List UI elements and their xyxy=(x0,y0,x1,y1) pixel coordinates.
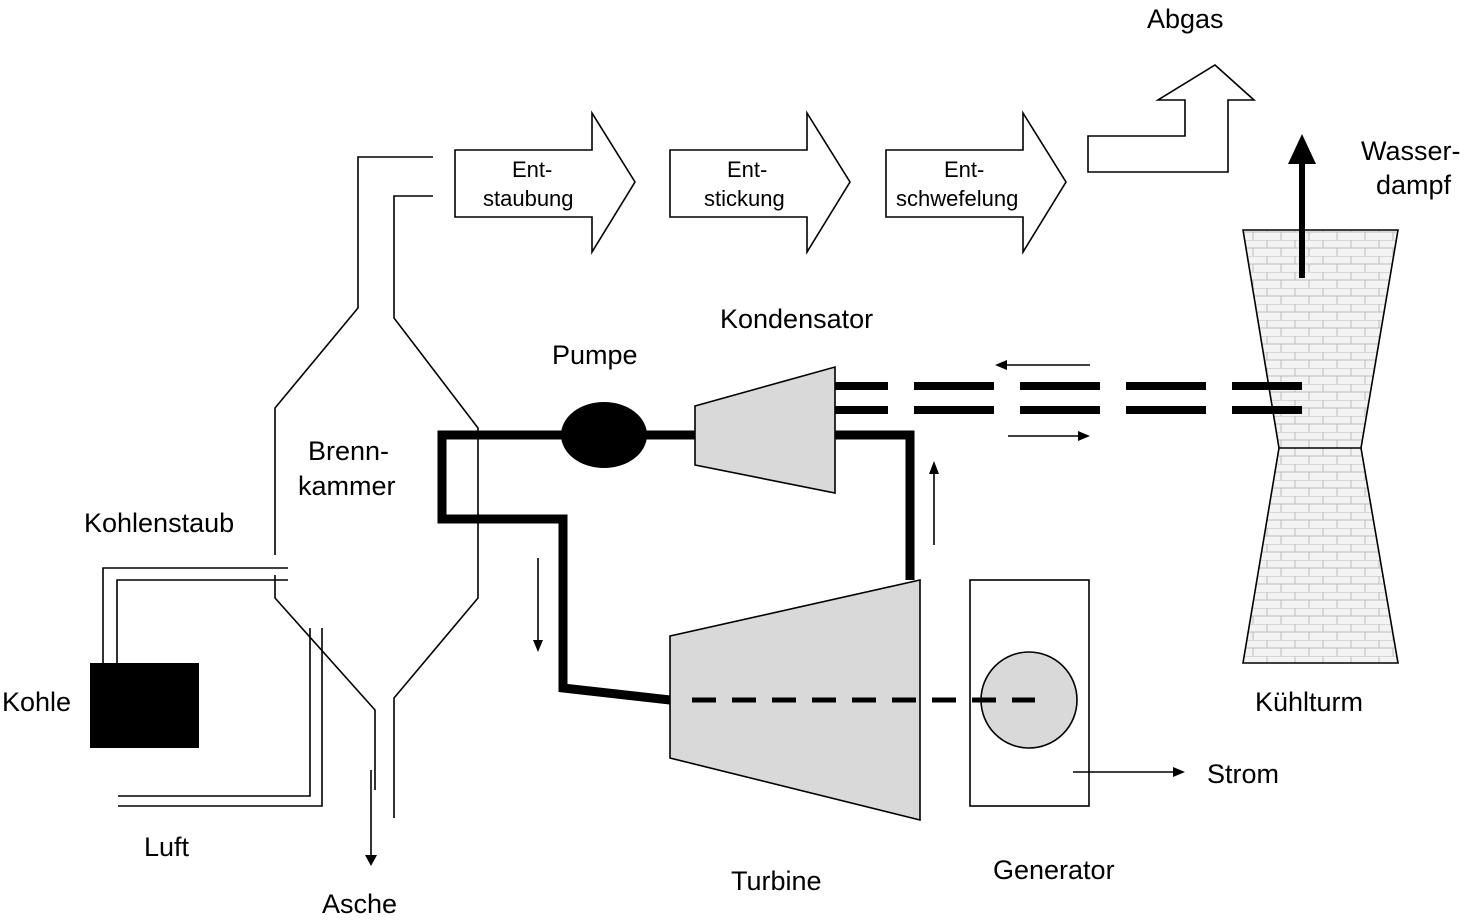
coal-dust-feed xyxy=(102,567,288,663)
label-entschwefelung-1: Ent- xyxy=(944,157,984,182)
cooling-tower xyxy=(1242,229,1399,664)
air-feed xyxy=(118,628,323,807)
label-strom: Strom xyxy=(1207,759,1279,789)
coal-bunker xyxy=(90,663,199,748)
return-flow-arrow xyxy=(995,360,1090,370)
label-entstickung-1: Ent- xyxy=(727,157,767,182)
label-pumpe: Pumpe xyxy=(552,340,638,370)
downflow-arrow xyxy=(533,558,543,652)
steam-water-loop xyxy=(437,430,915,705)
label-wasserdampf-1: Wasser- xyxy=(1361,136,1461,166)
label-brennkammer-2: kammer xyxy=(298,471,396,501)
label-turbine: Turbine xyxy=(731,866,822,896)
label-entstickung-2: stickung xyxy=(704,186,785,211)
label-kohlenstaub: Kohlenstaub xyxy=(84,508,234,538)
denitrification-arrow xyxy=(669,110,851,255)
supply-flow-arrow xyxy=(1008,431,1090,441)
dedusting-arrow xyxy=(454,110,636,255)
label-wasserdampf-2: dampf xyxy=(1376,170,1452,200)
steam-arrow xyxy=(1288,134,1316,278)
upflow-arrow xyxy=(929,461,939,545)
pump-icon xyxy=(561,402,647,468)
label-abgas: Abgas xyxy=(1147,4,1224,34)
label-entstaubung-2: staubung xyxy=(483,186,574,211)
label-kondensator: Kondensator xyxy=(720,304,873,334)
condenser xyxy=(694,365,836,494)
label-generator: Generator xyxy=(993,855,1115,885)
exhaust-arrow xyxy=(1087,64,1257,173)
desulfurization-arrow xyxy=(885,110,1067,255)
cooling-water-pipes xyxy=(808,382,1302,414)
label-kohle: Kohle xyxy=(2,687,71,717)
label-luft: Luft xyxy=(144,832,190,862)
label-entschwefelung-2: schwefelung xyxy=(896,186,1018,211)
combustion-chamber xyxy=(274,156,479,818)
label-kuehlturm: Kühlturm xyxy=(1255,687,1363,717)
power-output-arrow xyxy=(1073,767,1185,777)
label-asche: Asche xyxy=(322,889,397,919)
label-brennkammer-1: Brenn- xyxy=(308,436,389,466)
ash-arrow xyxy=(365,770,377,866)
label-entstaubung-1: Ent- xyxy=(512,157,552,182)
